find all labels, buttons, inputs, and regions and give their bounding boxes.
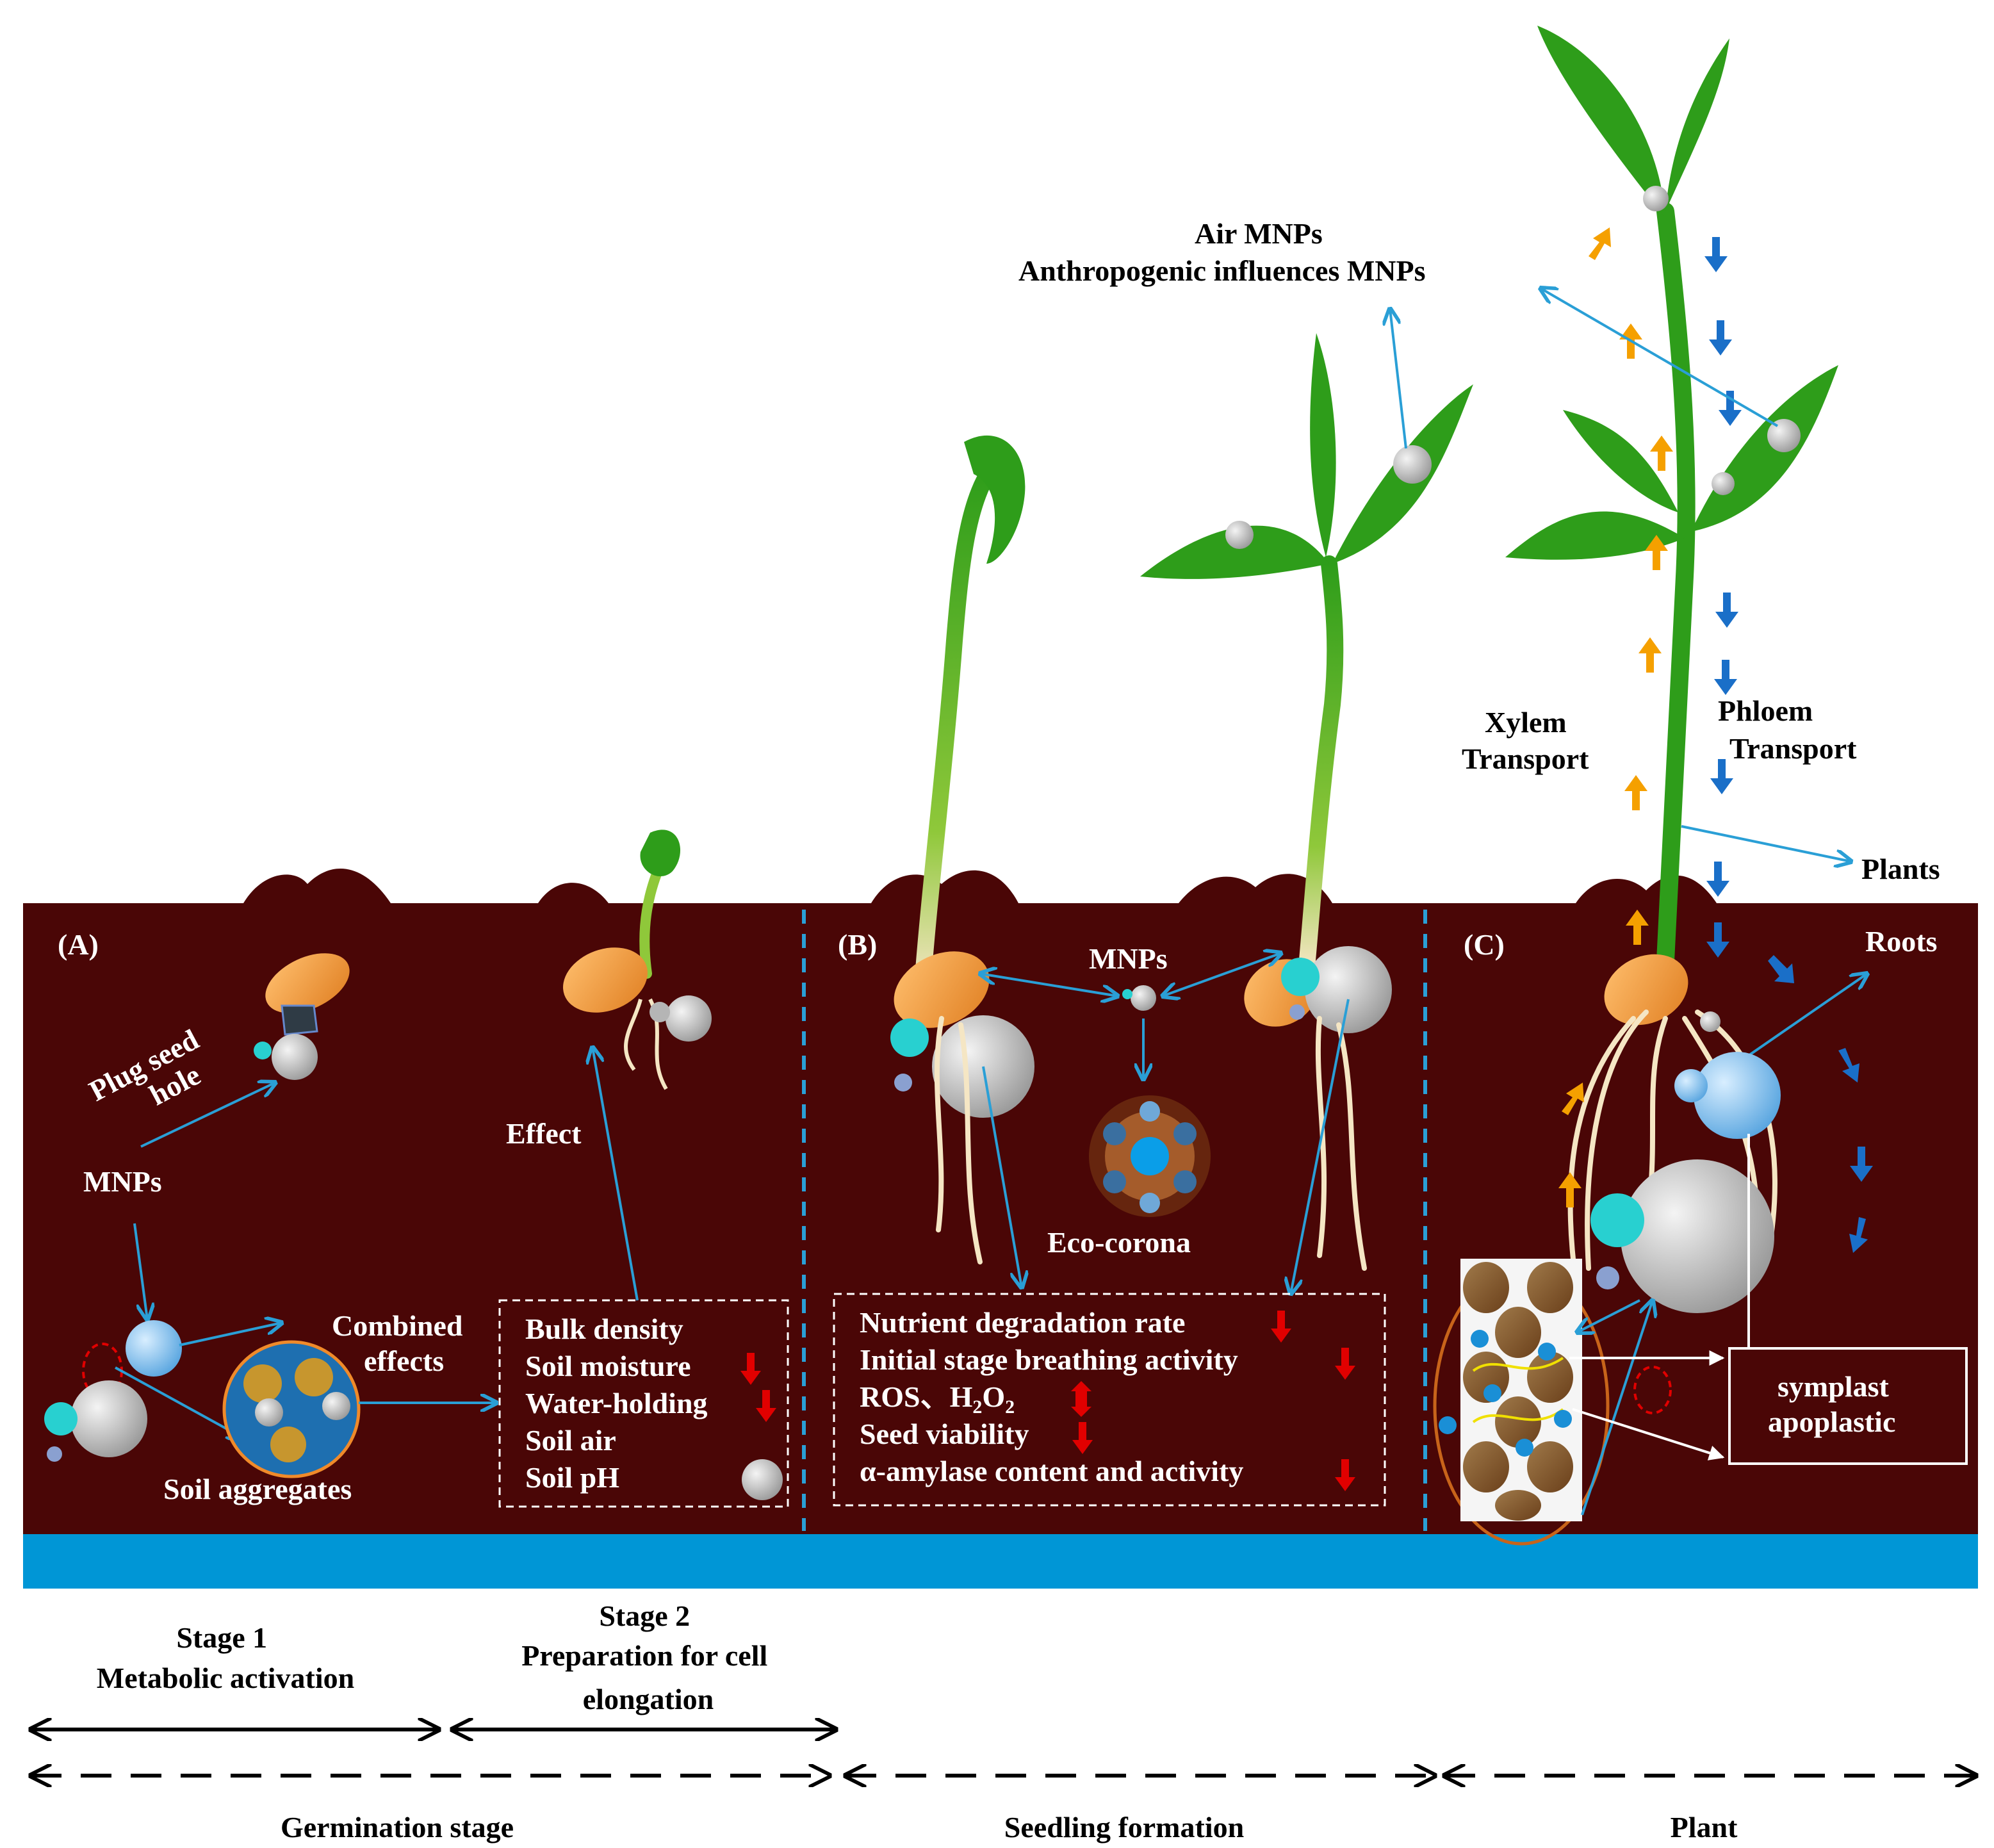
mnp-particle-b xyxy=(1131,985,1156,1011)
down-arrow-amylase xyxy=(1335,1459,1355,1491)
mature-plant xyxy=(1505,26,1838,1313)
updown-arrow-ros xyxy=(1071,1381,1091,1417)
arrow-to-aggregate-top xyxy=(179,1323,282,1346)
roots-label: Roots xyxy=(1865,925,1937,958)
seed-with-hole xyxy=(254,953,350,1080)
xylem-label: Xylem Transport xyxy=(1462,706,1589,775)
ros-h2o2-line: ROS、H2O2 xyxy=(860,1380,1015,1418)
small-particle-a xyxy=(47,1446,62,1462)
eco-corona xyxy=(1089,1095,1211,1217)
panel-b-label: (B) xyxy=(838,928,877,961)
mnps-label-a: MNPs xyxy=(83,1165,162,1198)
cell-structure-inset xyxy=(1439,1259,1582,1521)
seed-effects-box xyxy=(833,1293,1386,1507)
arrow-mnps-left xyxy=(980,974,1118,996)
effect-label: Effect xyxy=(506,1117,582,1150)
symplast-apoplastic-box xyxy=(1728,1347,1968,1465)
down-arrow-breathing xyxy=(1335,1348,1355,1380)
pointer-apoplastic xyxy=(1572,1408,1725,1460)
blue-particle-a xyxy=(126,1320,182,1377)
down-arrow-nutrient xyxy=(1271,1311,1291,1343)
arrow-mnps-down xyxy=(133,1223,147,1320)
arrow-inset-up xyxy=(1581,1300,1653,1516)
gray-particle-a xyxy=(70,1380,147,1457)
eco-corona-label: Eco-corona xyxy=(1047,1226,1191,1259)
seedling-hooked xyxy=(890,435,1034,1264)
arrow-to-roots xyxy=(1731,974,1867,1068)
phloem-arrows xyxy=(1704,237,1873,1253)
cyan-particle-a xyxy=(44,1402,78,1435)
sprouting-seed xyxy=(563,830,712,1090)
phase-germination: Germination stage xyxy=(281,1811,514,1844)
down-arrow-soil-moisture xyxy=(740,1353,761,1385)
phase-seedling: Seedling formation xyxy=(1004,1811,1244,1844)
arrow-seedling1-to-box xyxy=(982,1066,1022,1288)
arrow-plant-leaf-to-air xyxy=(1540,288,1779,427)
particle-in-box xyxy=(742,1459,783,1500)
stage1-label: Stage 1 Metabolic activation xyxy=(97,1621,354,1694)
panel-a-label: (A) xyxy=(58,928,99,961)
symplast-apoplastic-label: symplast apoplastic xyxy=(1768,1370,1896,1438)
arrow-seedling2-to-box xyxy=(1291,999,1350,1294)
arrow-leaf-to-air xyxy=(1390,309,1407,449)
stage2-label: Stage 2 Preparation for cell elongation xyxy=(521,1599,775,1715)
phloem-label: Phloem Transport xyxy=(1718,694,1857,765)
soil-aggregates-label: Soil aggregates xyxy=(163,1473,352,1505)
seedling-leafy xyxy=(1140,333,1473,1271)
arrow-root-to-inset xyxy=(1577,1299,1640,1332)
arrow-mnps-right xyxy=(1163,953,1281,996)
soil-aggregate xyxy=(222,1340,361,1478)
arrow-to-seed-hole xyxy=(140,1083,275,1148)
red-dashed-circle-c xyxy=(1633,1366,1672,1414)
arrow-effect xyxy=(592,1047,639,1301)
soil-properties-box xyxy=(498,1299,789,1508)
down-arrow-viability xyxy=(1072,1422,1093,1454)
air-mnps-label: Air MNPs Anthropogenic influences MNPs xyxy=(1018,217,1426,287)
phase-plant: Plant xyxy=(1671,1811,1738,1844)
plants-label: Plants xyxy=(1861,853,1940,885)
mnp-cyan-b xyxy=(1122,989,1132,999)
soil-properties-list: Bulk density Soil moisture Water-holding… xyxy=(525,1312,715,1494)
water-layer xyxy=(23,1534,1978,1589)
combined-effects-label: Combined effects xyxy=(332,1309,470,1377)
arrow-to-plants xyxy=(1681,825,1851,862)
seed-effects-list: Nutrient degradation rate Initial stage … xyxy=(860,1306,1245,1487)
mnps-label-b: MNPs xyxy=(1089,942,1168,975)
arrow-to-aggregate-bottom xyxy=(115,1366,243,1438)
xylem-arrows xyxy=(1558,227,1673,1207)
down-arrow-water-holding xyxy=(756,1390,776,1422)
panel-c-label: (C) xyxy=(1464,928,1505,961)
